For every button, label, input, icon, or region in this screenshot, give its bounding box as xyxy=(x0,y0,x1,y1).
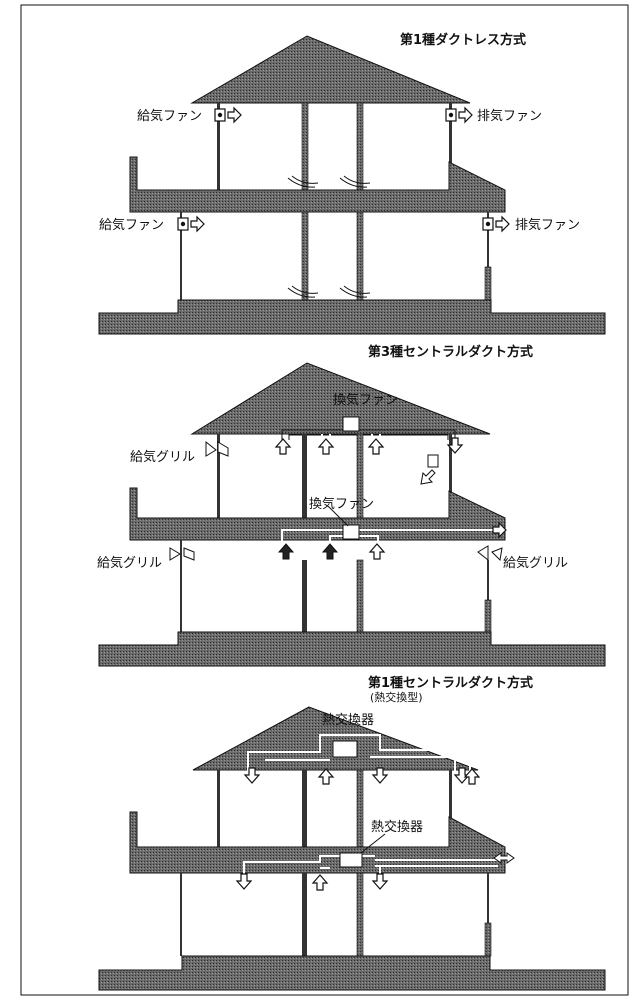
floor-duct xyxy=(243,855,498,875)
post xyxy=(301,211,309,301)
leader-line xyxy=(360,833,386,854)
panel-type3-central: 第3種セントラルダクト方式 xyxy=(97,344,606,667)
post xyxy=(301,102,309,192)
roof xyxy=(190,35,471,104)
heat-exchanger-box xyxy=(332,740,358,758)
post xyxy=(356,211,364,301)
airflow-curve-icon xyxy=(287,175,371,298)
arrow-up-icon xyxy=(318,438,334,455)
post xyxy=(217,434,220,518)
heat-exchanger-floor-label: 熱交換器 xyxy=(371,819,423,835)
supply-grille-lower-left-icon xyxy=(169,547,195,561)
floor-slab xyxy=(129,487,506,541)
outer-border xyxy=(20,4,629,996)
leader-line xyxy=(329,507,349,527)
exhaust-outlet-icon xyxy=(427,454,439,468)
supply-fan-lower-label: 給気ファン xyxy=(99,217,164,233)
post xyxy=(356,769,364,853)
panel-3-subtitle: (熱交換型) xyxy=(370,690,423,704)
post xyxy=(487,560,489,600)
post xyxy=(484,599,492,634)
vent-fan-floor-label: 換気ファン xyxy=(309,496,374,512)
arrow-down-icon xyxy=(372,873,388,890)
arrow-down-icon xyxy=(236,873,252,890)
arrow-down-left-icon xyxy=(420,469,436,485)
post xyxy=(180,873,182,956)
post xyxy=(449,103,452,163)
attic-duct xyxy=(247,734,471,772)
post xyxy=(449,770,452,830)
heat-exchanger-attic-label: 熱交換器 xyxy=(322,712,374,728)
arrow-right-icon xyxy=(495,216,510,232)
arrow-right-icon xyxy=(458,107,473,123)
post xyxy=(217,770,220,852)
exhaust-fan-upper-label: 排気ファン xyxy=(477,108,542,124)
roof xyxy=(192,706,479,771)
vent-fan-box xyxy=(342,524,360,540)
post xyxy=(302,560,307,633)
foundation xyxy=(98,299,606,335)
arrow-bidirectional-icon xyxy=(493,852,515,864)
roof xyxy=(190,362,491,435)
exhaust-fan-icon xyxy=(482,217,494,231)
post xyxy=(356,102,364,192)
supply-grille-lower-left-label: 給気グリル xyxy=(97,555,162,571)
post xyxy=(302,873,307,956)
arrow-right-icon xyxy=(190,216,205,232)
post xyxy=(356,872,364,957)
post xyxy=(356,559,364,634)
post xyxy=(449,434,452,494)
arrow-up-filled-icon xyxy=(322,543,338,560)
arrow-up-icon xyxy=(368,438,384,455)
post xyxy=(302,434,307,518)
post xyxy=(217,103,220,191)
supply-grille-lower-right-label: 給気グリル xyxy=(503,555,568,571)
supply-fan-upper-label: 給気ファン xyxy=(137,108,202,124)
post xyxy=(487,212,489,267)
supply-fan-icon xyxy=(214,108,226,122)
arrow-up-icon xyxy=(464,768,480,785)
post xyxy=(487,873,489,923)
arrow-up-icon xyxy=(275,438,291,455)
attic-duct xyxy=(281,429,456,440)
exhaust-fan-lower-label: 排気ファン xyxy=(515,217,580,233)
arrow-up-filled-icon xyxy=(278,543,294,560)
panel-2-title: 第3種セントラルダクト方式 xyxy=(368,344,533,360)
foundation xyxy=(98,631,606,667)
vent-fan-box xyxy=(342,416,360,432)
panel-1-title: 第1種ダクトレス方式 xyxy=(400,32,526,48)
supply-grille-lower-right-icon xyxy=(477,545,503,562)
arrow-up-icon xyxy=(312,874,328,891)
exhaust-fan-icon xyxy=(445,108,457,122)
post xyxy=(302,770,307,852)
panel-3-title: 第1種セントラルダクト方式 xyxy=(368,675,533,691)
post xyxy=(180,540,182,633)
floor-slab xyxy=(129,811,506,874)
floor-slab xyxy=(129,156,506,213)
panel-type1-central-hrv: 第1種セントラルダクト方式 (熱交換型) 熱交換 xyxy=(98,675,606,991)
arrow-up-icon xyxy=(318,768,334,785)
heat-exchanger-box xyxy=(339,852,363,868)
post xyxy=(180,212,182,300)
arrow-up-icon xyxy=(369,543,385,560)
vent-fan-attic-label: 換気ファン xyxy=(333,392,398,408)
foundation xyxy=(98,955,606,991)
supply-fan-icon xyxy=(177,217,189,231)
arrow-right-icon xyxy=(227,107,242,123)
supply-grille-upper-icon xyxy=(205,440,229,457)
panel-ductless: 第1種ダクトレス方式 給気ファン 排気ファン 給気 xyxy=(98,32,606,335)
post xyxy=(484,922,492,957)
post xyxy=(484,266,492,301)
supply-grille-upper-label: 給気グリル xyxy=(130,449,195,465)
